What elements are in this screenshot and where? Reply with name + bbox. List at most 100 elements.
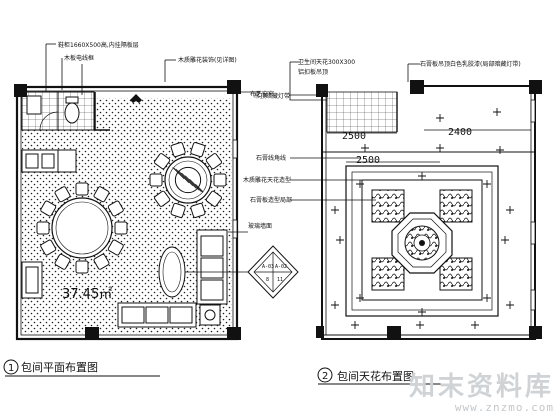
downlight-icon: [436, 114, 444, 122]
watermark-name: 知末资料库: [408, 372, 554, 402]
sofa: [196, 229, 228, 305]
annotation-bath-ceiling: 卫生间天花300X300: [298, 58, 355, 66]
chair: [190, 202, 206, 218]
annotation-carved-ceiling: 木质雕花天花造型: [243, 176, 291, 184]
chair: [107, 239, 124, 256]
plant-icon: [130, 94, 142, 103]
annotation-curtain: 布艺窗帘: [250, 90, 274, 98]
tv-cabinet: [21, 261, 43, 299]
room-area-label: 37.45㎡: [62, 287, 112, 302]
downlight-icon: [493, 108, 501, 116]
column-post: [529, 80, 542, 94]
column-post: [227, 80, 241, 94]
carved-panel: [439, 257, 473, 291]
drawing-number-circle: [317, 367, 333, 383]
watermark-url: www.znzmo.com: [454, 401, 554, 414]
dimension-lines: [327, 129, 531, 163]
floor-dot-pattern-top: [95, 98, 231, 132]
drawing-number: 2: [322, 371, 328, 382]
downlight-icon: [331, 301, 339, 309]
downlight-icon: [471, 321, 479, 329]
chair: [213, 173, 227, 187]
chair: [36, 221, 50, 235]
ceiling-plan-title: 包间天花布置图: [337, 370, 414, 383]
downlight-icon: [506, 206, 514, 214]
carved-panel: [371, 257, 405, 291]
chair: [40, 239, 57, 256]
annotation-leaders-left: [45, 43, 260, 273]
downlight-icon: [361, 144, 369, 152]
floor-plan-title: 包间平面布置图: [21, 361, 98, 374]
chair: [40, 200, 57, 217]
round-dining-table-hatched: [149, 142, 227, 218]
restroom: [21, 91, 95, 131]
chair: [75, 182, 89, 196]
detail-label: A-02: [275, 264, 287, 270]
downlight-icon: [436, 144, 444, 152]
chair: [107, 200, 124, 217]
dimension-label: 2500: [342, 131, 366, 142]
column-post: [387, 326, 401, 339]
detail-diamond: A-03 A-02 8 11: [247, 245, 299, 299]
annotation-cable-box: 木板电线框: [64, 54, 94, 62]
chair: [170, 202, 186, 218]
chair: [75, 260, 89, 274]
column-post: [227, 327, 241, 340]
ceiling-plan: 2500 2400 2500 卫生间天花300X300 铝扣板吊顶 石膏板吊顶白…: [243, 58, 542, 385]
round-dining-table: [36, 182, 128, 274]
annotation-plaster-line: 石膏线角线: [256, 154, 286, 162]
detail-label: A-03: [262, 264, 274, 270]
chair: [170, 142, 186, 158]
bathroom-tile-ceiling: [326, 91, 398, 133]
downlight-icon: [496, 146, 504, 154]
downlight-icon: [483, 294, 491, 302]
downlight-icon: [356, 294, 364, 302]
annotation-gypsum-board: 石膏板吊顶白色乳胶漆(局部暗藏灯带): [420, 60, 521, 68]
drawing-number: 1: [8, 363, 14, 374]
downlight-icon: [501, 236, 509, 244]
downlight-markers: [331, 108, 514, 329]
column-post: [410, 80, 424, 94]
floor-plan: 37.45㎡ 鞋柜1660X500高,内挂隔板层 木板电线框 木质雕花装饰(见详…: [3, 41, 274, 377]
downlight-icon: [483, 180, 491, 188]
bench: [117, 302, 197, 328]
dimension-label: 2400: [448, 127, 472, 138]
side-cabinet: [21, 149, 77, 173]
chair: [190, 142, 206, 158]
downlight-icon: [416, 321, 424, 329]
column-post: [316, 84, 328, 97]
chair: [205, 153, 222, 170]
chair: [149, 173, 163, 187]
detail-label: 8: [266, 277, 269, 283]
chair: [114, 221, 128, 235]
downlight-icon: [356, 180, 364, 188]
toilet: [64, 102, 80, 124]
annotation-gypsum-shape: 石膏板造型局部: [250, 196, 292, 204]
chair: [154, 153, 171, 170]
dimension-label: 2500: [356, 155, 380, 166]
downlight-icon: [418, 308, 426, 316]
chair: [93, 253, 110, 270]
chair: [93, 186, 110, 203]
annotation-carved-panel: 木质雕花装饰(见详图): [178, 56, 237, 64]
annotation-hidden-lightstrip: 吊顶暗藏灯带: [254, 92, 290, 100]
downlight-icon: [336, 236, 344, 244]
washbasin: [26, 95, 42, 115]
side-table: [199, 304, 221, 326]
column-post: [85, 327, 99, 340]
floor-plan-outer-wall: [15, 85, 239, 341]
annotation-aluminum: 铝扣板吊顶: [298, 68, 328, 76]
downlight-icon: [506, 301, 514, 309]
downlight-icon: [418, 172, 426, 180]
drawing-number-circle: [3, 359, 19, 375]
downlight-icon: [331, 206, 339, 214]
downlight-icon: [351, 321, 359, 329]
column-post: [316, 326, 324, 338]
watermark: 知末资料库 www.znzmo.com: [409, 373, 554, 414]
carved-panel: [371, 189, 405, 223]
chair: [205, 190, 222, 207]
chair: [54, 186, 71, 203]
carved-panel: [439, 189, 473, 223]
floor-plan-inner-wall: [20, 90, 234, 336]
